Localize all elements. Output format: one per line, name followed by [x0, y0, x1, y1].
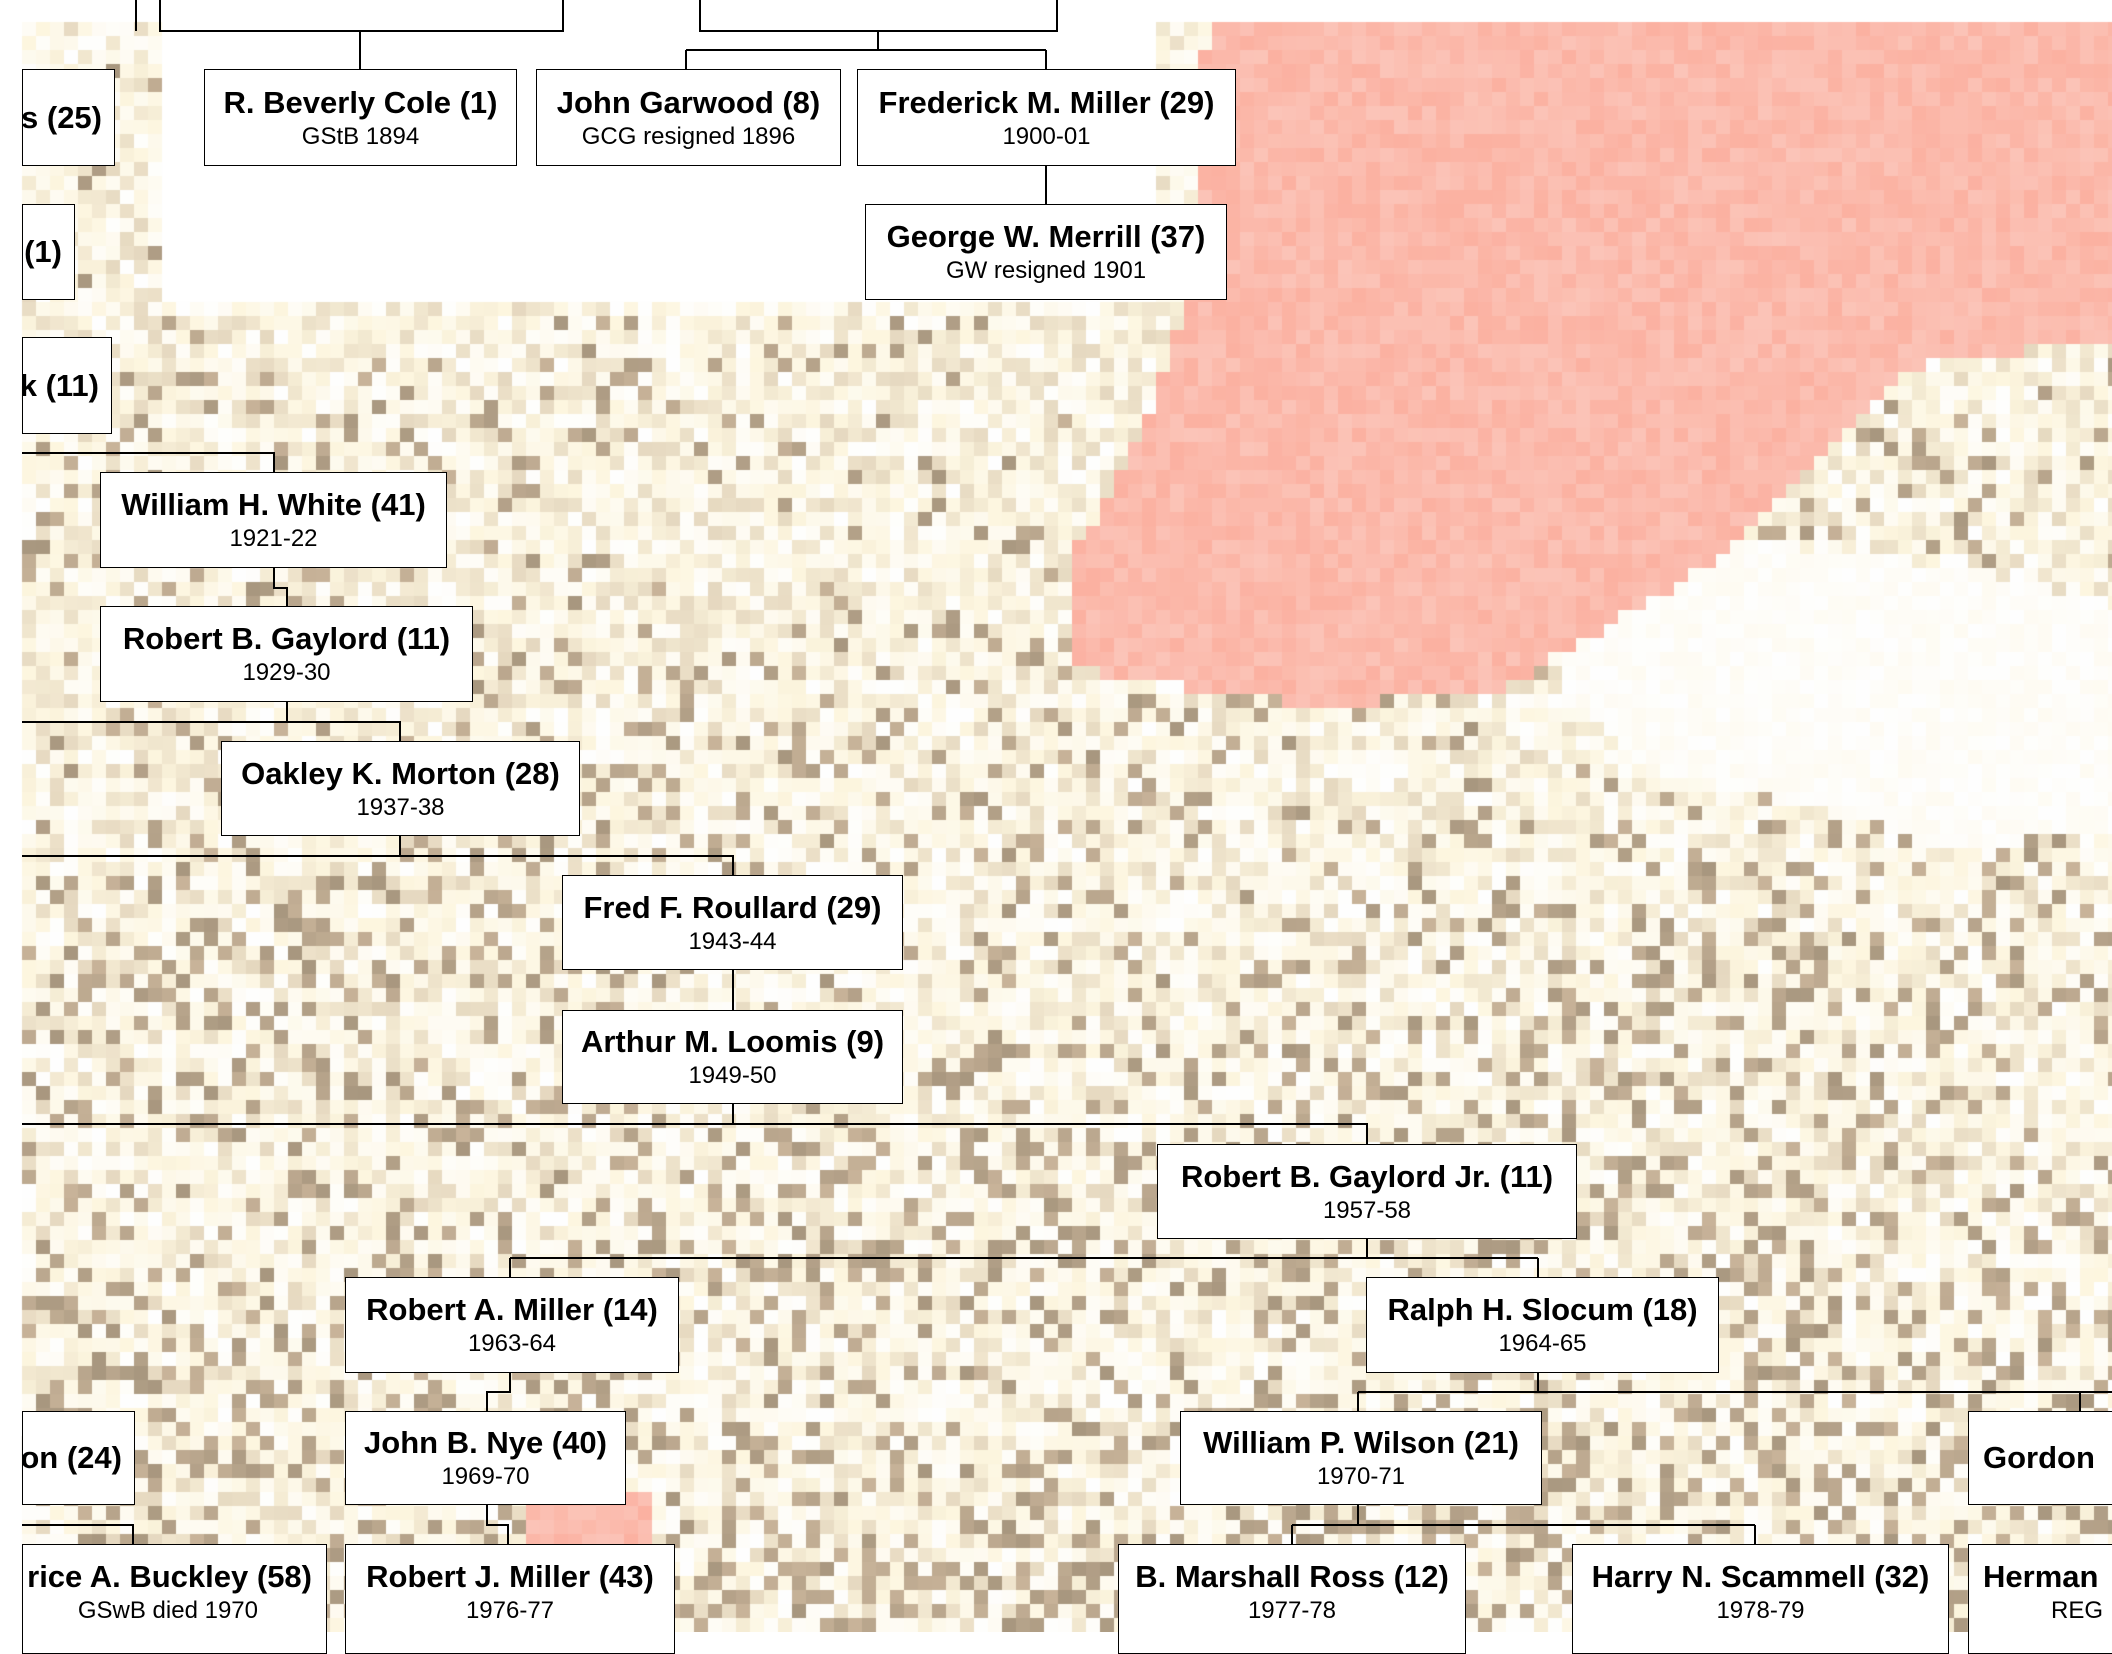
connector-nye-rjmiller	[486, 1505, 509, 1544]
connector-white-gaylord	[273, 568, 288, 606]
connector-top-cole	[159, 0, 564, 69]
person-note: 1964-65	[1498, 1330, 1587, 1358]
connector-loomis-gaylordjr	[22, 1104, 1368, 1144]
person-note: 1978-79	[1716, 1596, 1805, 1624]
connector-slocum-children	[1357, 1373, 2112, 1411]
connector-gaylord-morton	[22, 702, 401, 741]
person-box-roullard: Fred F. Roullard (29) 1943-44	[562, 875, 903, 970]
person-note: GCG resigned 1896	[581, 122, 796, 150]
person-name: Harry N. Scammell (32)	[1591, 1559, 1930, 1594]
person-name: Frederick M. Miller (29)	[878, 84, 1215, 120]
person-box-white: William H. White (41) 1921-22	[100, 472, 447, 568]
person-note: 1977-78	[1247, 1596, 1337, 1624]
person-name: Oakley K. Morton (28)	[241, 755, 560, 791]
person-box-scammell: Harry N. Scammell (32) 1978-79	[1572, 1544, 1949, 1654]
person-name: John Garwood (8)	[556, 84, 821, 120]
person-name: R. Beverly Cole (1)	[223, 84, 498, 120]
person-box-frag-1: (1)	[22, 204, 75, 300]
person-note: GW resigned 1901	[945, 257, 1147, 285]
person-name: Robert B. Gaylord (11)	[122, 621, 451, 657]
person-note: 1921-22	[229, 525, 318, 553]
connector-wilson-children	[1291, 1505, 1756, 1544]
person-name: B. Marshall Ross (12)	[1135, 1559, 1449, 1594]
person-box-gaylordjr: Robert B. Gaylord Jr. (11) 1957-58	[1157, 1144, 1577, 1239]
person-box-merrill: George W. Merrill (37) GW resigned 1901	[865, 204, 1227, 300]
person-note: 1969-70	[441, 1463, 530, 1491]
person-name: Ralph H. Slocum (18)	[1387, 1292, 1698, 1328]
person-box-ross: B. Marshall Ross (12) 1977-78	[1118, 1544, 1466, 1654]
connector-k11-white	[22, 452, 275, 472]
person-box-garwood: John Garwood (8) GCG resigned 1896	[536, 69, 841, 166]
person-name: Gordon	[1983, 1440, 2095, 1476]
person-box-wilson: William P. Wilson (21) 1970-71	[1180, 1411, 1542, 1505]
person-name: rice A. Buckley (58)	[27, 1559, 312, 1594]
person-note: GSwB died 1970	[77, 1596, 258, 1624]
person-box-slocum: Ralph H. Slocum (18) 1964-65	[1366, 1277, 1719, 1373]
person-note: GStB 1894	[301, 122, 420, 150]
person-box-morton: Oakley K. Morton (28) 1937-38	[221, 741, 580, 836]
person-box-gaylord: Robert B. Gaylord (11) 1929-30	[100, 606, 473, 702]
person-name: William H. White (41)	[121, 487, 426, 523]
connector-on24-buckley	[22, 1524, 134, 1544]
person-name: Herman	[1983, 1559, 2099, 1594]
person-box-buckley: rice A. Buckley (58) GSwB died 1970	[22, 1544, 327, 1654]
person-box-fmiller: Frederick M. Miller (29) 1900-01	[857, 69, 1236, 166]
person-box-cole: R. Beverly Cole (1) GStB 1894	[204, 69, 517, 166]
person-name: George W. Merrill (37)	[886, 219, 1206, 255]
connector-morton-roullard	[22, 836, 734, 875]
person-name: k (11)	[22, 367, 99, 403]
person-note: 1963-64	[467, 1330, 557, 1358]
person-name: (1)	[24, 234, 62, 270]
person-name: Robert A. Miller (14)	[366, 1292, 658, 1328]
person-note: 1900-01	[1002, 122, 1091, 150]
person-note: 1943-44	[688, 927, 777, 955]
person-box-nye: John B. Nye (40) 1969-70	[345, 1411, 626, 1505]
person-note: 1937-38	[356, 793, 445, 821]
person-note: 1929-30	[242, 659, 331, 687]
person-box-frag-11: k (11)	[22, 337, 112, 434]
person-name: Arthur M. Loomis (9)	[580, 1024, 885, 1060]
person-name: Robert B. Gaylord Jr. (11)	[1180, 1158, 1554, 1194]
person-name: on (24)	[22, 1440, 122, 1476]
person-box-frag-24: on (24)	[22, 1411, 135, 1505]
person-box-rjmiller: Robert J. Miller (43) 1976-77	[345, 1544, 675, 1654]
person-note: 1957-58	[1322, 1196, 1412, 1224]
person-box-herman: Herman REG	[1968, 1544, 2112, 1654]
person-name: John B. Nye (40)	[364, 1425, 607, 1461]
person-note: 1949-50	[688, 1062, 777, 1090]
person-box-gordon: Gordon	[1968, 1411, 2112, 1505]
connector-ramiller-nye	[486, 1373, 511, 1411]
person-name: Fred F. Roullard (29)	[583, 889, 882, 925]
person-box-ramiller: Robert A. Miller (14) 1963-64	[345, 1277, 679, 1373]
person-box-frag-25: s (25)	[22, 69, 115, 166]
person-note: REG	[2050, 1596, 2103, 1624]
person-name: William P. Wilson (21)	[1203, 1425, 1519, 1461]
person-name: s (25)	[22, 99, 102, 135]
person-note: 1976-77	[465, 1596, 555, 1624]
person-note: 1970-71	[1316, 1463, 1406, 1491]
person-box-loomis: Arthur M. Loomis (9) 1949-50	[562, 1010, 903, 1104]
connector-gaylordjr-children	[509, 1239, 1539, 1277]
connector-top-garwood-miller	[685, 0, 1058, 69]
person-name: Robert J. Miller (43)	[366, 1559, 654, 1594]
